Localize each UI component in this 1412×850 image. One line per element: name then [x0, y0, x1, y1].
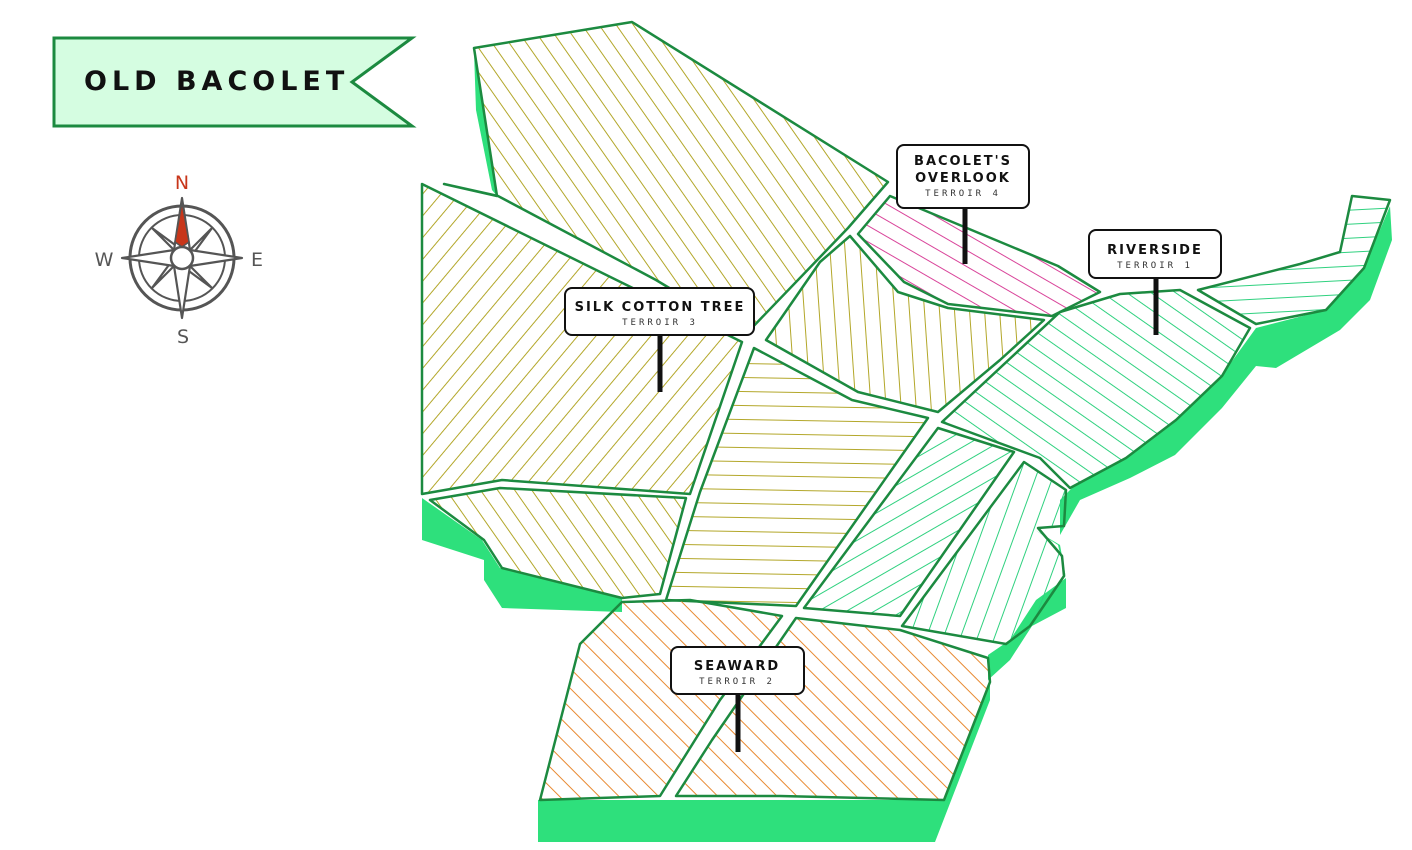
title-banner: OLD BACOLET — [52, 36, 417, 128]
sign-posts — [657, 206, 1159, 752]
compass-rose-icon: N S W E — [95, 172, 263, 348]
sign-silk-cotton-tree[interactable]: SILK COTTON TREE TERROIR 3 — [564, 287, 755, 336]
map-title: OLD BACOLET — [84, 66, 349, 97]
field-green-middle — [802, 426, 1016, 618]
compass-west: W — [95, 249, 114, 271]
sign-label: OVERLOOK — [915, 171, 1011, 186]
compass-south: S — [177, 326, 189, 348]
compass-east: E — [251, 249, 263, 271]
field-riverside — [940, 288, 1252, 490]
sign-label: BACOLET'S — [914, 154, 1012, 169]
sign-bacolets-overlook[interactable]: BACOLET'S OVERLOOK TERROIR 4 — [896, 144, 1030, 209]
sign-subtitle: TERROIR 1 — [1117, 261, 1193, 271]
sign-subtitle: TERROIR 2 — [699, 677, 775, 687]
sign-label: RIVERSIDE — [1107, 243, 1203, 258]
sign-riverside[interactable]: RIVERSIDE TERROIR 1 — [1088, 229, 1222, 279]
sign-subtitle: TERROIR 4 — [925, 189, 1001, 199]
compass-north: N — [175, 172, 189, 194]
field-green-vertical — [900, 460, 1068, 646]
sign-subtitle: TERROIR 3 — [622, 318, 698, 328]
sign-seaward[interactable]: SEAWARD TERROIR 2 — [670, 646, 805, 695]
field-bacolets-overlook — [856, 194, 1102, 318]
banner-shape — [52, 36, 417, 128]
field-east-strip — [1196, 194, 1392, 326]
sign-label: SILK COTTON TREE — [575, 300, 746, 315]
sign-label: SEAWARD — [694, 659, 780, 674]
field-center — [664, 346, 930, 608]
field-seaward-east — [674, 616, 992, 802]
vineyard-fields — [420, 20, 1392, 802]
field-southwest — [428, 486, 688, 600]
field-center-north — [764, 234, 1046, 414]
